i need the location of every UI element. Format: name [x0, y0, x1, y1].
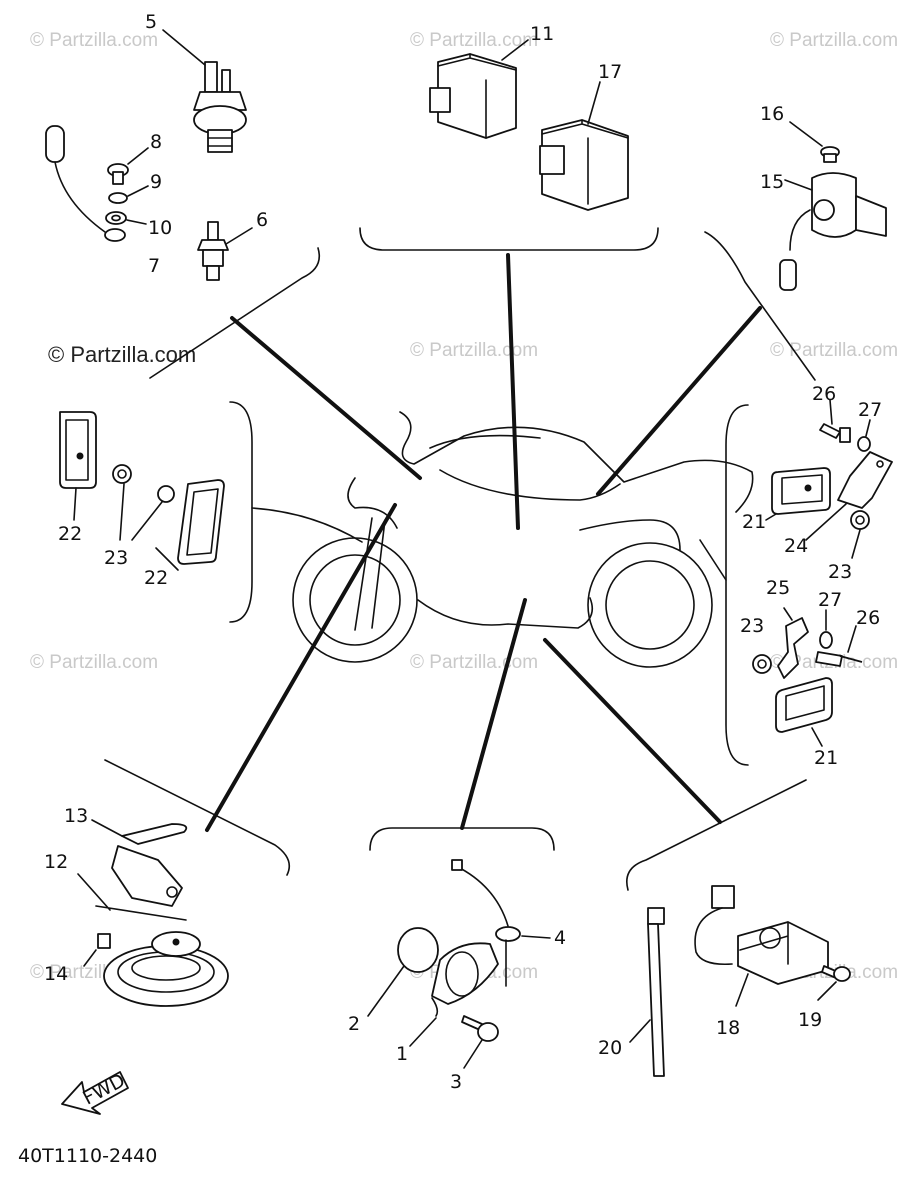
watermark: © Partzilla.com	[770, 340, 898, 361]
watermark: © Partzilla.com	[48, 342, 196, 367]
callout-21: 21	[742, 511, 766, 533]
callout-15: 15	[760, 171, 784, 193]
callout-23: 23	[828, 561, 852, 583]
watermarks: © Partzilla.com © Partzilla.com © Partzi…	[30, 30, 898, 983]
part-21-reflector-upper	[765, 467, 831, 521]
part-22-reflector-upper	[59, 411, 97, 521]
callout-1: 1	[396, 1043, 408, 1065]
callout-numbers: 5 8 9 10 7 6 11 17 16 15 22 23 22 26 27 …	[44, 11, 882, 1093]
callout-6: 6	[256, 209, 268, 231]
part-23-nut-right-upper	[850, 510, 870, 559]
part-13-horn-bracket	[91, 819, 188, 907]
diagram-code: 40T1110-2440	[18, 1145, 157, 1167]
watermark: © Partzilla.com	[770, 30, 898, 51]
callout-2: 2	[348, 1013, 360, 1035]
callout-8: 8	[150, 131, 162, 153]
part-14-screw	[83, 933, 111, 967]
part-3-bolt	[461, 1015, 499, 1069]
callout-17: 17	[598, 61, 622, 83]
callout-7: 7	[148, 255, 160, 277]
watermark: © Partzilla.com	[30, 652, 158, 673]
callout-9: 9	[150, 171, 162, 193]
part-8-screw	[107, 147, 149, 185]
part-9-washer	[108, 185, 149, 204]
callout-23: 23	[740, 615, 764, 637]
part-12-horn-bolt	[77, 873, 187, 921]
callout-26: 26	[856, 607, 880, 629]
callout-11: 11	[530, 23, 554, 45]
callout-27: 27	[858, 399, 882, 421]
callout-10: 10	[148, 217, 172, 239]
callout-22: 22	[58, 523, 82, 545]
callout-19: 19	[798, 1009, 822, 1031]
part-16-screw	[789, 121, 840, 163]
callout-27: 27	[818, 589, 842, 611]
part-20-band	[629, 907, 665, 1077]
callout-14: 14	[44, 963, 68, 985]
watermark: © Partzilla.com	[30, 30, 158, 51]
callout-16: 16	[760, 103, 784, 125]
part-7-lead-wire	[45, 125, 126, 242]
part-18-flasher	[694, 885, 829, 1007]
part-2-cover	[367, 927, 439, 1017]
part-1-sensor	[409, 942, 499, 1047]
part-19-screw	[817, 965, 851, 1001]
part-26-bolt-lower	[815, 625, 863, 667]
part-23-nut-left	[112, 464, 175, 541]
watermark: © Partzilla.com	[410, 340, 538, 361]
part-27-washer-lower	[819, 609, 833, 649]
callout-13: 13	[64, 805, 88, 827]
callout-4: 4	[554, 927, 566, 949]
part-5-thermo-switch	[162, 29, 247, 153]
group-brackets	[104, 227, 816, 891]
part-25-bracket	[777, 607, 809, 679]
leader-lines	[205, 253, 762, 832]
part-23-nut-right-lower	[752, 654, 772, 674]
callout-12: 12	[44, 851, 68, 873]
fwd-arrow-icon: FWD	[61, 1069, 129, 1115]
part-17-relay	[539, 81, 629, 211]
part-27-washer-upper	[857, 419, 871, 452]
callout-22: 22	[144, 567, 168, 589]
part-horn	[103, 931, 229, 1007]
part-26-bolt-upper	[819, 399, 851, 443]
part-21-reflector-lower	[775, 677, 833, 747]
part-6-sender	[197, 221, 253, 281]
callout-21: 21	[814, 747, 838, 769]
callout-26: 26	[812, 383, 836, 405]
callout-23: 23	[104, 547, 128, 569]
callout-5: 5	[145, 11, 157, 33]
callout-20: 20	[598, 1037, 622, 1059]
part-22-reflector-lower	[155, 479, 225, 571]
part-10-washer	[105, 211, 147, 225]
part-24-bracket	[805, 451, 893, 541]
fwd-label: FWD	[79, 1069, 128, 1109]
motorcycle-outline	[292, 411, 754, 668]
callout-18: 18	[716, 1017, 740, 1039]
callout-24: 24	[784, 535, 808, 557]
part-15-switch	[779, 172, 887, 291]
watermark: © Partzilla.com	[410, 30, 538, 51]
callout-25: 25	[766, 577, 790, 599]
callout-3: 3	[450, 1071, 462, 1093]
part-4-cable	[451, 859, 551, 987]
watermark: © Partzilla.com	[410, 652, 538, 673]
part-11-relay	[429, 39, 529, 139]
